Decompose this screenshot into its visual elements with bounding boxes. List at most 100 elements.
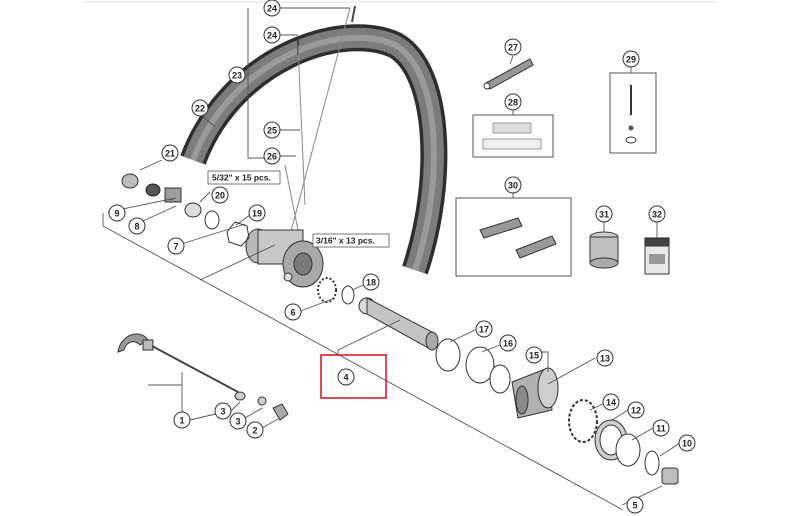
axle: [358, 297, 439, 351]
callout-circle: [504, 93, 522, 111]
callout-number: 25: [267, 126, 277, 136]
callout-number: 2: [252, 426, 257, 436]
callout-circle: [652, 419, 670, 437]
callout-circle: [595, 205, 613, 223]
callout-15: 15: [525, 346, 543, 364]
callout-number: 24: [267, 4, 277, 14]
callout-circle: [284, 303, 302, 321]
callout-circle: [108, 204, 126, 222]
callout-23: 23: [228, 66, 246, 84]
callout-circle: [173, 411, 191, 429]
callout-circle: [211, 186, 229, 204]
callout-number: 17: [479, 325, 489, 335]
callout-number: 7: [173, 242, 178, 252]
callout-circle: [229, 412, 247, 430]
rim: [180, 24, 448, 275]
callout-3b: 3: [229, 412, 247, 430]
callout-circle: [161, 144, 179, 162]
callout-circle: [167, 237, 185, 255]
callout-number: 32: [652, 210, 662, 220]
callout-circle: [678, 434, 696, 452]
callout-29: 29: [622, 50, 640, 68]
callout-number: 26: [267, 152, 277, 162]
callout-number: 27: [508, 43, 518, 53]
callout-number: 5: [632, 501, 637, 511]
callout-number: 23: [232, 71, 242, 81]
callout-circle: [504, 38, 522, 56]
spoke-note-text: 5/32" x 15 pcs.: [212, 173, 271, 183]
callout-25: 25: [263, 121, 281, 139]
callout-5: 5: [626, 496, 644, 514]
callout-number: 18: [366, 278, 376, 288]
callout-circle: [602, 393, 620, 411]
callout-circle: [128, 217, 146, 235]
callout-number: 21: [165, 149, 175, 159]
callout-31: 31: [595, 205, 613, 223]
callout-number: 3: [220, 407, 225, 417]
bearing-ring: [317, 277, 355, 305]
callout-4: 4: [337, 368, 355, 386]
hub-body: [245, 228, 324, 288]
callout-12: 12: [627, 401, 645, 419]
callout-number: 22: [195, 104, 205, 114]
callout-17: 17: [475, 320, 493, 338]
callout-19: 19: [248, 204, 266, 222]
callout-circle: [362, 273, 380, 291]
callout-number: 13: [600, 354, 610, 364]
callout-number: 14: [606, 398, 616, 408]
spoke-quantity-note: 5/32" x 15 pcs.: [207, 170, 281, 185]
callout-9: 9: [108, 204, 126, 222]
callout-number: 1: [179, 416, 184, 426]
callout-circle: [263, 26, 281, 44]
callout-3a: 3: [214, 402, 232, 420]
callout-number: 4: [343, 373, 348, 383]
callout-number: 29: [626, 55, 636, 65]
callout-circle: [228, 66, 246, 84]
callout-circle: [263, 147, 281, 165]
callout-number: 28: [508, 98, 518, 108]
callout-1: 1: [173, 411, 191, 429]
callout-7: 7: [167, 237, 185, 255]
callout-24a: 24: [263, 0, 281, 17]
callout-circle: [191, 99, 209, 117]
callout-21: 21: [161, 144, 179, 162]
callout-27: 27: [504, 38, 522, 56]
callout-number: 3: [235, 417, 240, 427]
callout-circle: [214, 402, 232, 420]
quick-release-skewer: [117, 333, 289, 421]
callout-14: 14: [602, 393, 620, 411]
callout-24b: 24: [263, 26, 281, 44]
callout-16: 16: [499, 334, 517, 352]
callout-circle: [263, 0, 281, 17]
spoke-wrench-tool: [483, 58, 534, 90]
sleeve-part: [589, 231, 619, 269]
callout-circle: [504, 176, 522, 194]
callout-circle: [475, 320, 493, 338]
callout-11: 11: [652, 419, 670, 437]
callout-13: 13: [596, 349, 614, 367]
callout-32: 32: [648, 205, 666, 223]
callout-30: 30: [504, 176, 522, 194]
callout-circle: [596, 349, 614, 367]
callout-circle: [627, 401, 645, 419]
callout-22: 22: [191, 99, 209, 117]
callout-2: 2: [246, 421, 264, 439]
callout-circle: [263, 121, 281, 139]
callout-circle: [648, 205, 666, 223]
right-hub-parts: [568, 399, 679, 485]
callout-number: 11: [656, 424, 666, 434]
left-hub-parts: [121, 173, 250, 247]
callout-circle: [337, 368, 355, 386]
brake-pad-set: [455, 197, 572, 277]
callout-10: 10: [678, 434, 696, 452]
spokes: [284, 7, 351, 241]
callout-number: 31: [599, 210, 609, 220]
callout-circle: [525, 346, 543, 364]
callout-20: 20: [211, 186, 229, 204]
bearing-quantity-note: 3/16" x 13 pcs.: [312, 233, 390, 248]
callout-circle: [499, 334, 517, 352]
callout-number: 12: [631, 406, 641, 416]
